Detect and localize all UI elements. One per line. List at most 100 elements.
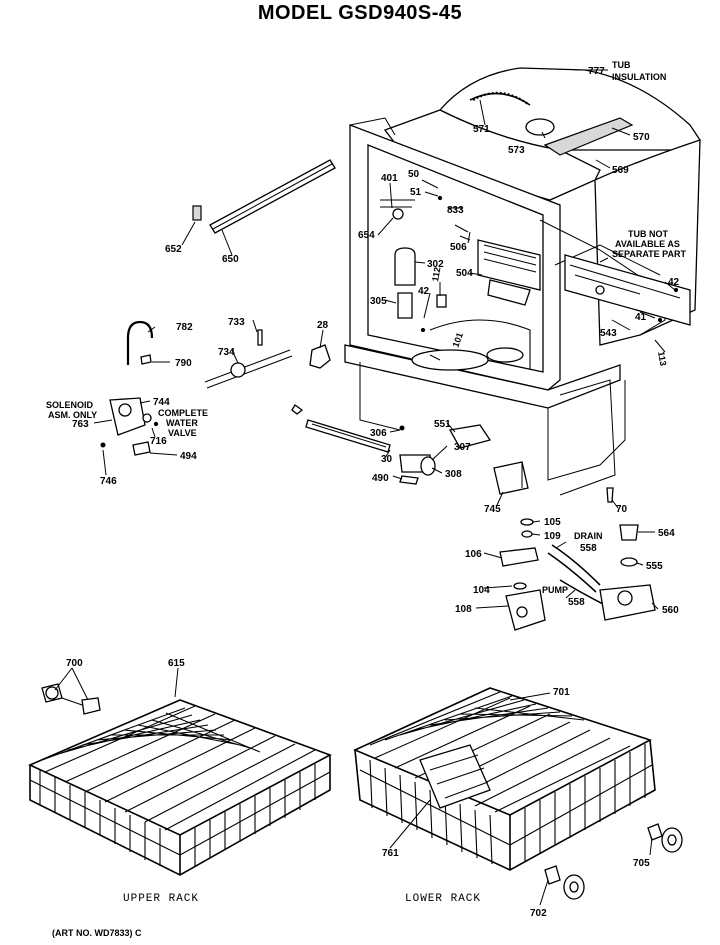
label-570: 570 bbox=[633, 132, 650, 143]
label-302: 302 bbox=[427, 259, 444, 270]
label-558a: 558 bbox=[580, 543, 597, 554]
plate-106 bbox=[499, 547, 539, 567]
label-833: 833 bbox=[447, 205, 464, 216]
fill-funnel-302 bbox=[394, 247, 416, 286]
label-745: 745 bbox=[484, 504, 501, 515]
label-746: 746 bbox=[100, 476, 117, 487]
label-401: 401 bbox=[381, 173, 398, 184]
roller-clip-702 bbox=[544, 865, 561, 885]
label-70: 70 bbox=[616, 504, 628, 515]
roller-clip-705 bbox=[647, 823, 663, 841]
bracket-494 bbox=[132, 441, 151, 456]
label-777: 777 bbox=[588, 66, 605, 77]
label-650: 650 bbox=[222, 254, 239, 265]
label-42a: 42 bbox=[418, 286, 430, 297]
label-564: 564 bbox=[658, 528, 675, 539]
latch-28 bbox=[309, 344, 331, 369]
clip-652 bbox=[192, 205, 202, 221]
part-112 bbox=[436, 294, 447, 308]
part-654 bbox=[392, 208, 404, 220]
label-701: 701 bbox=[553, 687, 570, 698]
label-555: 555 bbox=[646, 561, 663, 572]
notes: TUB INSULATION TUB NOT AVAILABLE AS SEPA… bbox=[46, 60, 687, 595]
label-308: 308 bbox=[445, 469, 462, 480]
label-744: 744 bbox=[153, 397, 170, 408]
leader-lines bbox=[54, 69, 676, 906]
link-734 bbox=[204, 349, 291, 383]
ring-555 bbox=[620, 557, 638, 567]
silverware-basket-761 bbox=[419, 744, 491, 809]
label-504: 504 bbox=[456, 268, 473, 279]
screw-70 bbox=[606, 487, 614, 503]
caption-upper-rack: UPPER RACK bbox=[123, 893, 199, 905]
label-734: 734 bbox=[218, 347, 235, 358]
label-41: 41 bbox=[635, 312, 647, 323]
note-tub-not-2: AVAILABLE AS bbox=[615, 239, 680, 249]
label-761: 761 bbox=[382, 848, 399, 859]
label-494: 494 bbox=[180, 451, 197, 462]
label-615: 615 bbox=[168, 658, 185, 669]
note-tub-not-3: SEPARATE PART bbox=[612, 249, 687, 259]
left-parts bbox=[100, 159, 391, 456]
label-105: 105 bbox=[544, 517, 561, 528]
label-108: 108 bbox=[455, 604, 472, 615]
rail-30 bbox=[305, 419, 391, 453]
callout-labels: 777 571 573 570 569 50 51 401 833 654 50… bbox=[66, 66, 680, 919]
label-558b: 558 bbox=[568, 597, 585, 608]
label-705: 705 bbox=[633, 858, 650, 869]
label-305: 305 bbox=[370, 296, 387, 307]
label-733: 733 bbox=[228, 317, 245, 328]
label-42b: 42 bbox=[668, 277, 680, 288]
label-560: 560 bbox=[662, 605, 679, 616]
part-490 bbox=[399, 475, 419, 485]
label-28: 28 bbox=[317, 320, 329, 331]
note-complete-3: VALVE bbox=[168, 428, 197, 438]
tub-assembly bbox=[344, 67, 701, 496]
spray-arm bbox=[411, 349, 489, 371]
label-573: 573 bbox=[508, 145, 525, 156]
label-652: 652 bbox=[165, 244, 182, 255]
washer-105 bbox=[520, 518, 534, 526]
lower-rack bbox=[353, 687, 683, 900]
bracket-570 bbox=[543, 117, 634, 156]
vent-573 bbox=[525, 118, 555, 136]
label-700: 700 bbox=[66, 658, 83, 669]
note-tub-insulation-2: INSULATION bbox=[612, 72, 666, 82]
note-solenoid-2: ASM. ONLY bbox=[48, 410, 97, 420]
label-306: 306 bbox=[370, 428, 387, 439]
label-113: 113 bbox=[656, 351, 668, 367]
label-30: 30 bbox=[381, 454, 393, 465]
part-745 bbox=[493, 461, 529, 495]
sump-parts bbox=[399, 424, 656, 631]
label-543: 543 bbox=[600, 328, 617, 339]
label-106: 106 bbox=[465, 549, 482, 560]
label-112: 112 bbox=[430, 266, 442, 282]
model-title: MODEL GSD940S-45 bbox=[257, 2, 463, 24]
part-305 bbox=[397, 292, 413, 319]
note-tub-insulation-1: TUB bbox=[612, 60, 631, 70]
label-571: 571 bbox=[473, 124, 490, 135]
label-109: 109 bbox=[544, 531, 561, 542]
label-782: 782 bbox=[176, 322, 193, 333]
part-104 bbox=[513, 582, 527, 590]
art-number: (ART NO. WD7833) C bbox=[52, 928, 142, 938]
label-104: 104 bbox=[473, 585, 490, 596]
label-790: 790 bbox=[175, 358, 192, 369]
note-complete-1: COMPLETE bbox=[158, 408, 208, 418]
label-50: 50 bbox=[408, 169, 420, 180]
clamp-790 bbox=[140, 354, 152, 365]
note-tub-not-1: TUB NOT bbox=[628, 229, 668, 239]
label-307: 307 bbox=[454, 442, 471, 453]
hinge-733 bbox=[230, 362, 246, 378]
label-716: 716 bbox=[150, 436, 167, 447]
tub-top bbox=[383, 109, 601, 201]
label-702: 702 bbox=[530, 908, 547, 919]
label-569: 569 bbox=[612, 165, 629, 176]
upper-rack bbox=[28, 683, 332, 876]
label-551: 551 bbox=[434, 419, 451, 430]
note-pump: PUMP bbox=[542, 585, 568, 595]
note-solenoid-1: SOLENOID bbox=[46, 400, 94, 410]
note-complete-2: WATER bbox=[166, 418, 198, 428]
